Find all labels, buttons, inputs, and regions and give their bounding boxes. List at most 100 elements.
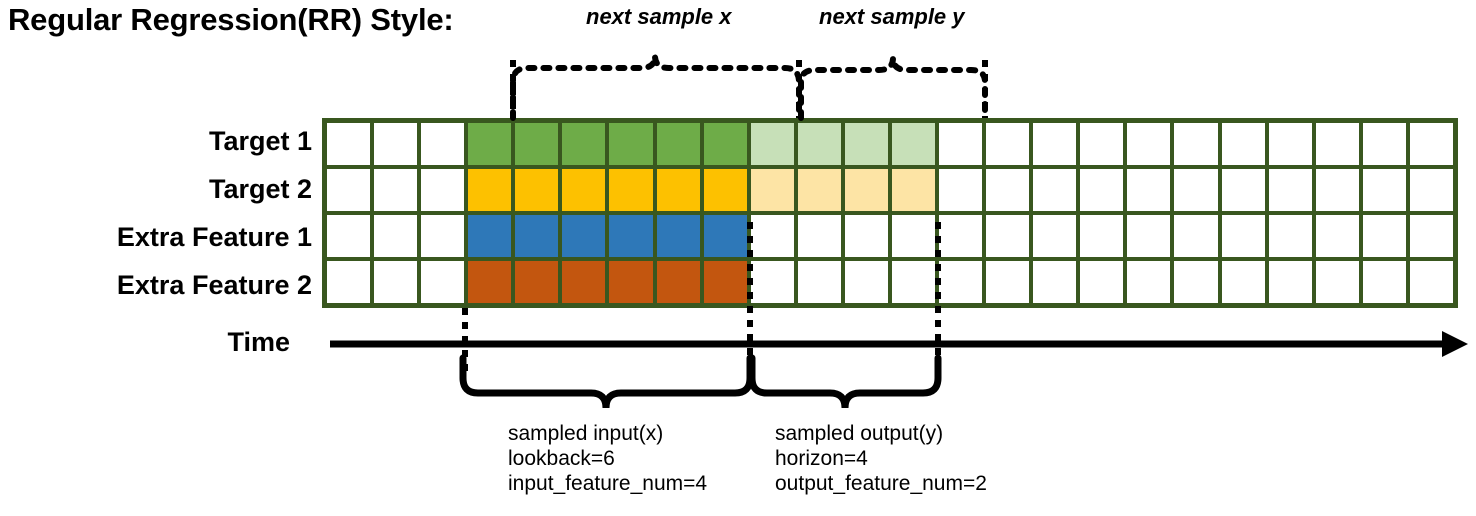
grid-cell (1409, 261, 1453, 303)
grid-cell (609, 123, 653, 165)
grid-cell (421, 169, 465, 211)
grid-cell (1315, 169, 1359, 211)
grid-cell (1174, 169, 1218, 211)
grid-cell (1409, 169, 1453, 211)
grid-cell (1362, 123, 1406, 165)
top-brace-label-next-sample-x: next sample x (586, 4, 732, 29)
caption-sampled-output-line-1: sampled output(y) (775, 422, 944, 445)
grid-cell (468, 261, 512, 303)
grid-cell (374, 169, 418, 211)
row-label-target-2: Target 2 (208, 174, 312, 204)
grid-cell (609, 169, 653, 211)
time-axis-label: Time (227, 327, 290, 357)
grid-cell (562, 123, 606, 165)
grid-cell (1221, 169, 1265, 211)
grid-cell (374, 215, 418, 257)
grid-cell (891, 123, 936, 165)
grid-cell (891, 261, 936, 303)
grid-cell (1409, 123, 1453, 165)
grid-cell (1268, 123, 1312, 165)
bottom-brace-sampled-input (459, 354, 754, 409)
grid-cell (421, 215, 465, 257)
grid-cell (656, 169, 700, 211)
grid-cell (1033, 215, 1077, 257)
grid-cell (515, 215, 559, 257)
grid-cell (750, 123, 794, 165)
caption-sampled-input-line-3: input_feature_num=4 (508, 472, 708, 495)
grid-cell (562, 215, 606, 257)
grid-cell (1080, 123, 1124, 165)
timeline-grid (322, 118, 1458, 308)
grid-cell (1315, 261, 1359, 303)
time-axis-arrow (330, 331, 1468, 357)
grid-cell (1409, 215, 1453, 257)
grid-cell (750, 169, 794, 211)
grid-cell (1127, 169, 1171, 211)
grid-cell (1080, 169, 1124, 211)
grid-cell (1033, 261, 1077, 303)
grid-cell (844, 215, 888, 257)
grid-cell (1127, 123, 1171, 165)
grid-cell (656, 261, 700, 303)
grid-cell (515, 123, 559, 165)
grid-cell (703, 169, 747, 211)
grid-cell (1315, 123, 1359, 165)
grid-cell (1174, 215, 1218, 257)
grid-cell (1268, 261, 1312, 303)
grid-cell (891, 169, 936, 211)
grid-cell (1362, 169, 1406, 211)
caption-sampled-input-line-2: lookback=6 (508, 447, 615, 470)
grid-cell (1221, 123, 1265, 165)
row-label-column: Target 1 Target 2 Extra Feature 1 Extra … (12, 118, 312, 308)
grid-cell (797, 261, 841, 303)
grid-cell (562, 261, 606, 303)
grid-cell (797, 123, 841, 165)
grid-cell (1174, 123, 1218, 165)
grid-cell (327, 215, 371, 257)
grid-cell (750, 261, 794, 303)
grid-cell (1033, 123, 1077, 165)
grid-cell (1362, 215, 1406, 257)
grid-cell (1362, 261, 1406, 303)
top-brace-next-sample-y (798, 57, 988, 121)
caption-sampled-output: sampled output(y) horizon=4 output_featu… (775, 421, 987, 496)
top-brace-group (510, 55, 988, 121)
grid-cell (562, 169, 606, 211)
top-brace-next-sample-x (510, 55, 802, 121)
caption-sampled-output-line-2: horizon=4 (775, 447, 868, 470)
grid-cell (1033, 169, 1077, 211)
grid-cell (1221, 261, 1265, 303)
grid-cell (986, 215, 1030, 257)
grid-cell (939, 123, 983, 165)
grid-cell (1080, 261, 1124, 303)
grid-cell (515, 169, 559, 211)
grid-cell (515, 261, 559, 303)
grid-cell (986, 123, 1030, 165)
caption-sampled-output-line-3: output_feature_num=2 (775, 472, 987, 495)
grid-cell (703, 261, 747, 303)
grid-cell (797, 215, 841, 257)
page-title: Regular Regression(RR) Style: (8, 2, 454, 37)
caption-sampled-input: sampled input(x) lookback=6 input_featur… (508, 421, 707, 496)
grid-cell (374, 123, 418, 165)
bottom-brace-sampled-output (748, 354, 942, 409)
grid-cell (656, 123, 700, 165)
grid-cell (844, 169, 888, 211)
grid-cell (656, 215, 700, 257)
grid-cell (609, 215, 653, 257)
grid-cell (421, 123, 465, 165)
grid-cell (703, 215, 747, 257)
grid-cell (1127, 215, 1171, 257)
bottom-brace-group (459, 354, 942, 409)
grid-cell (891, 215, 936, 257)
grid-cell (939, 215, 983, 257)
top-brace-label-next-sample-y: next sample y (819, 4, 965, 29)
grid-cell (939, 169, 983, 211)
grid-cell (1268, 169, 1312, 211)
grid-cell (421, 261, 465, 303)
row-label-extra-feature-1: Extra Feature 1 (116, 222, 312, 252)
grid-cell (986, 261, 1030, 303)
grid-cell (1315, 215, 1359, 257)
grid-cell (939, 261, 983, 303)
